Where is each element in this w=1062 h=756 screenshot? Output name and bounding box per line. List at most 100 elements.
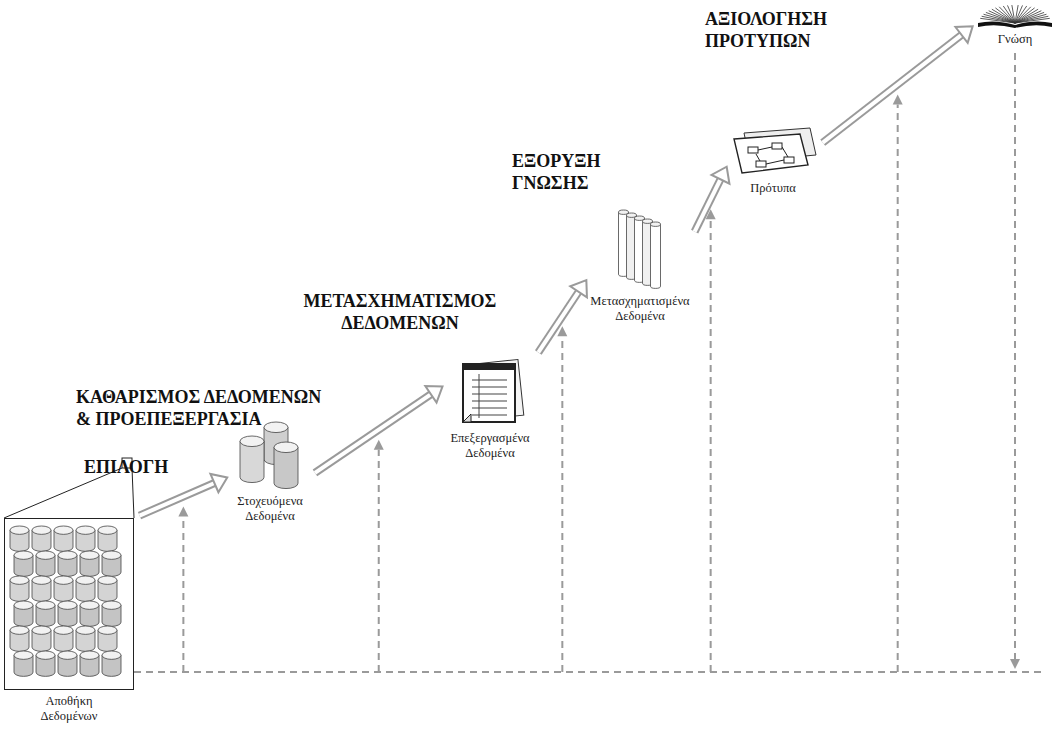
- cylinder-top: [76, 526, 95, 534]
- stage-caption: Γνώση: [975, 32, 1055, 47]
- step-label: ΜΕΤΑΣΧΗΜΑΤΙΣΜΟΣ ΔΕΔΟΜΕΝΩΝ: [290, 290, 510, 334]
- cylinder-top: [651, 222, 661, 226]
- cylinder-top: [58, 551, 77, 559]
- stage-icon: [728, 125, 818, 177]
- cylinder-body: [240, 441, 264, 482]
- data-stage: Πρότυπα: [728, 125, 818, 196]
- arrow-shaft-inner: [538, 290, 579, 352]
- arrow-head: [210, 474, 227, 492]
- arrow-shaft-outline: [140, 482, 217, 515]
- process-arrow: [538, 280, 587, 352]
- page-line: [472, 407, 507, 408]
- cylinder-top: [102, 651, 121, 659]
- feedback-head: [178, 507, 188, 517]
- page-corner: [463, 414, 471, 422]
- cylinder-top: [54, 626, 73, 634]
- arrow-head: [955, 26, 972, 42]
- page-header: [463, 364, 515, 370]
- data-stage: Επεξεργασμένα Δεδομένα: [445, 352, 535, 461]
- flow-box: [756, 161, 766, 167]
- cylinder-top: [264, 422, 288, 433]
- page-line: [472, 414, 507, 415]
- page-line: [472, 386, 507, 387]
- flow-box: [748, 147, 758, 153]
- cylinder-top: [54, 576, 73, 584]
- stage-icon: [445, 352, 535, 427]
- cylinder-top: [80, 601, 99, 609]
- cylinder-top: [14, 601, 33, 609]
- step-label: ΚΑΘΑΡΙΣΜΟΣ ΔΕΔΟΜΕΝΩΝ & ΠΡΟΕΠΕΞΕΡΓΑΣΙΑ: [76, 386, 334, 430]
- book-page: [1003, 6, 1015, 23]
- cylinder-top: [10, 526, 29, 534]
- cylinder-top: [80, 551, 99, 559]
- arrow-shaft-inner: [695, 178, 722, 232]
- book-page: [1008, 5, 1015, 23]
- feedback-line: [561, 336, 563, 672]
- cylinder-top: [274, 442, 298, 453]
- page-line: [472, 393, 507, 394]
- feedback-line: [182, 517, 184, 672]
- feedback-line: [897, 104, 899, 672]
- icon-drawing: [978, 5, 1052, 28]
- step-label: ΕΠΙΛΟΓΗ: [84, 456, 204, 478]
- cylinder-top: [54, 526, 73, 534]
- warehouse-frame: [5, 519, 134, 690]
- data-stage: Μετασχηματισμένα Δεδομένα: [588, 208, 692, 324]
- arrow-shaft-outline: [538, 290, 579, 352]
- book-page: [1015, 5, 1018, 23]
- cylinder-top: [36, 601, 55, 609]
- step-label: ΑΞΙΟΛΟΓΗΣΗ ΠΡΟΤΥΠΩΝ: [705, 8, 855, 52]
- stage-caption: Στοχευόμενα Δεδομένα: [230, 494, 310, 524]
- arrow-head: [570, 280, 587, 297]
- feedback-line: [1014, 53, 1016, 660]
- feedback-line: [134, 671, 1043, 673]
- page-line: [472, 379, 507, 380]
- book-page: [1015, 5, 1022, 23]
- cylinder-top: [76, 576, 95, 584]
- stage-caption: Επεξεργασμένα Δεδομένα: [445, 431, 535, 461]
- cylinder-top: [36, 551, 55, 559]
- cylinder-top: [14, 651, 33, 659]
- arrow-shaft-inner: [140, 482, 217, 515]
- cylinder-top: [102, 551, 121, 559]
- feedback-head: [374, 440, 384, 450]
- cylinder-top: [10, 576, 29, 584]
- cylinder-top: [98, 526, 117, 534]
- book-cover: [978, 21, 1052, 28]
- stage-caption: Αποθήκη Δεδομένων: [29, 694, 109, 724]
- process-arrow: [823, 26, 973, 142]
- process-arrow: [140, 474, 228, 516]
- arrow-head: [712, 167, 730, 184]
- cylinder-top: [14, 551, 33, 559]
- arrow-shaft-inner: [315, 393, 433, 473]
- page-front: [463, 364, 515, 422]
- cylinder-top: [32, 626, 51, 634]
- feedback-lines: [134, 53, 1043, 672]
- stage-caption: Μετασχηματισμένα Δεδομένα: [588, 294, 692, 324]
- cylinder-top: [80, 651, 99, 659]
- icon-drawing: [5, 519, 134, 690]
- icon-drawing: [463, 359, 524, 422]
- page-margin: [479, 374, 480, 418]
- feedback-head: [893, 94, 903, 104]
- icon-drawing: [619, 210, 661, 288]
- cylinder-top: [240, 436, 264, 447]
- stage-icon: [4, 518, 134, 690]
- process-arrow: [695, 167, 730, 232]
- page-line: [472, 400, 507, 401]
- icon-drawing: [734, 128, 816, 173]
- feedback-line: [378, 450, 380, 672]
- cylinder-body: [651, 224, 661, 288]
- data-stage: Αποθήκη Δεδομένων: [4, 518, 134, 724]
- arrow-shaft-outline: [823, 34, 963, 143]
- sheet-front: [734, 134, 808, 173]
- step-label: ΕΞΟΡΥΞΗ ΓΝΩΣΗΣ: [512, 150, 622, 194]
- arrow-head: [425, 386, 442, 403]
- cylinder-top: [32, 526, 51, 534]
- process-arrow: [315, 386, 443, 473]
- cylinder-top: [102, 601, 121, 609]
- stage-caption: Πρότυπα: [728, 181, 818, 196]
